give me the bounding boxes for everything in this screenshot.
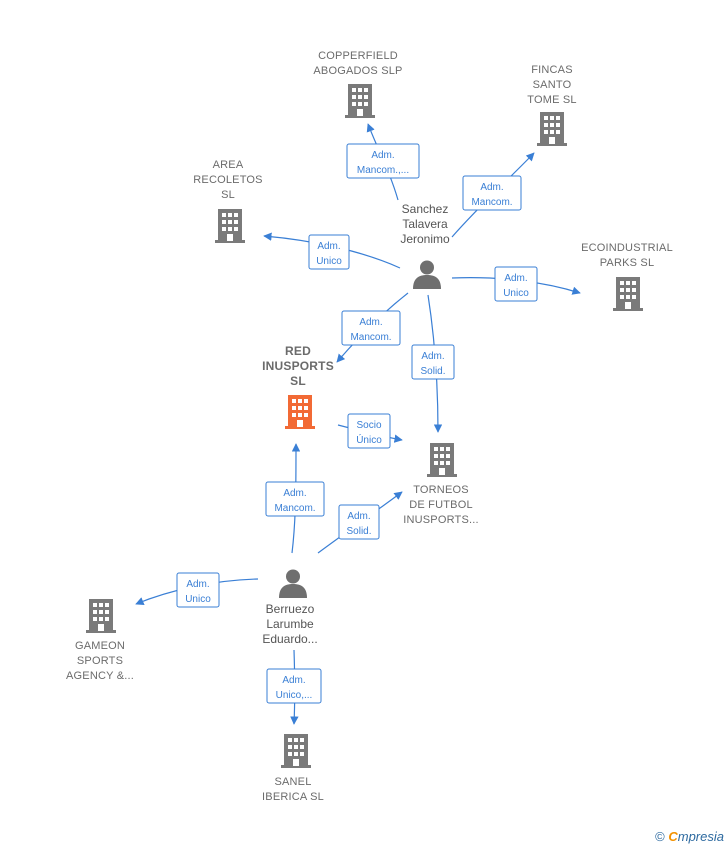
edge-label-box[interactable] <box>346 143 420 179</box>
copyright-symbol: © <box>655 829 665 844</box>
edge-label-line: Mancom. <box>471 197 512 208</box>
edge-label-box[interactable] <box>411 344 455 380</box>
nodes-layer: COPPERFIELD ABOGADOS SLP FINCAS SANTO TOME S… <box>66 50 673 803</box>
edge-label-box[interactable] <box>176 572 220 608</box>
node-label-line: PARKS SL <box>600 257 655 269</box>
edge-label-line: Adm. <box>371 150 394 161</box>
person-icon <box>413 260 441 289</box>
edge-sanchez-torneos: Adm. Solid. <box>411 294 455 433</box>
company-area[interactable]: AREA RECOLETOS SL <box>193 159 263 243</box>
edge-label-line: Unico <box>503 288 529 299</box>
edge-label-box[interactable] <box>494 266 538 302</box>
node-label-line: DE FUTBOL <box>409 499 473 511</box>
company-gameon[interactable]: GAMEON SPORTS AGENCY &... <box>66 599 134 682</box>
node-label-line: COPPERFIELD <box>318 50 398 62</box>
edge-label-line: Solid. <box>346 526 371 537</box>
edge-label-line: Adm. <box>317 241 340 252</box>
brand-initial: C <box>668 829 678 844</box>
node-label-line: SL <box>221 189 235 201</box>
edge-label-line: Mancom. <box>350 332 391 343</box>
node-label-line: RED <box>285 344 311 358</box>
building-icon <box>86 599 116 633</box>
edge-label-line: Mancom. <box>274 503 315 514</box>
building-icon <box>427 443 457 477</box>
edge-label-box[interactable] <box>338 504 380 540</box>
node-label-line: SANEL <box>274 776 311 788</box>
building-icon <box>281 734 311 768</box>
edge-berruezo-red: Adm. Mancom. <box>265 443 325 554</box>
building-icon <box>537 112 567 146</box>
node-label-line: RECOLETOS <box>193 174 262 186</box>
edge-label-line: Adm. <box>347 511 370 522</box>
person-icon <box>279 569 307 598</box>
edge-label-line: Adm. <box>282 675 305 686</box>
edge-label-line: Adm. <box>186 579 209 590</box>
node-label-line: ECOINDUSTRIAL <box>581 242 673 254</box>
edge-label-line: Socio <box>356 420 381 431</box>
edge-label-line: Único <box>356 433 382 446</box>
node-label-line: SL <box>290 374 306 388</box>
building-icon <box>285 395 315 429</box>
node-label-line: SANTO <box>533 79 572 91</box>
node-label-line: SPORTS <box>77 655 123 667</box>
footer-brand: © Cmpresia <box>655 829 724 844</box>
edge-label-box[interactable] <box>347 413 391 449</box>
edge-label-line: Solid. <box>420 366 445 377</box>
edge-sanchez-copperfield: Adm. Mancom.,... <box>346 123 420 201</box>
edge-label-line: Mancom.,... <box>357 165 409 176</box>
edge-label-line: Adm. <box>504 273 527 284</box>
edge-label-line: Adm. <box>480 182 503 193</box>
edge-label-line: Adm. <box>421 351 444 362</box>
edge-berruezo-sanel: Adm. Unico,... <box>266 649 322 725</box>
node-label-line: Berruezo <box>266 602 315 616</box>
edge-label-box[interactable] <box>308 234 350 270</box>
edge-label-box[interactable] <box>266 668 322 704</box>
node-label-line: FINCAS <box>531 64 573 76</box>
edge-berruezo-gameon: Adm. Unico <box>135 572 259 608</box>
edge-label-line: Unico,... <box>276 690 313 701</box>
node-label-line: Larumbe <box>266 617 314 631</box>
node-label-line: AREA <box>213 159 244 171</box>
building-icon <box>613 277 643 311</box>
company-fincas[interactable]: FINCAS SANTO TOME SL <box>527 64 577 146</box>
edge-label-line: Unico <box>316 256 342 267</box>
node-label-line: IBERICA SL <box>262 791 324 803</box>
edge-label-box[interactable] <box>265 481 325 517</box>
edge-label-box[interactable] <box>341 310 401 346</box>
node-label-line: ABOGADOS SLP <box>313 65 402 77</box>
company-torneos[interactable]: TORNEOS DE FUTBOL INUSPORTS... <box>403 443 479 526</box>
edges-layer: Adm.Mancom.,...Adm.Mancom.Adm.UnicoAdm.U… <box>135 123 581 725</box>
edge-sanchez-area: Adm. Unico <box>263 232 401 270</box>
building-icon <box>215 209 245 243</box>
node-label-line: TOME SL <box>527 94 577 106</box>
edge-label-box[interactable] <box>462 175 522 211</box>
node-label-line: GAMEON <box>75 640 125 652</box>
node-label-line: AGENCY &... <box>66 670 134 682</box>
edge-label-line: Adm. <box>283 488 306 499</box>
company-copperfield[interactable]: COPPERFIELD ABOGADOS SLP <box>313 50 402 118</box>
building-icon <box>345 84 375 118</box>
edge-sanchez-red: Adm. Mancom. <box>336 292 409 363</box>
node-label-line: TORNEOS <box>413 484 469 496</box>
node-label-line: Sanchez <box>402 202 449 216</box>
node-label-line: INUSPORTS... <box>403 514 479 526</box>
edge-label-line: Unico <box>185 594 211 605</box>
node-label-line: INUSPORTS <box>262 359 334 373</box>
edge-sanchez-ecoindustrial: Adm. Unico <box>451 266 581 302</box>
node-label-line: Talavera <box>402 217 448 231</box>
company-sanel[interactable]: SANEL IBERICA SL <box>262 734 324 803</box>
person-berruezo[interactable]: BerruezoLarumbeEduardo... <box>262 569 318 647</box>
node-label-line: Jeronimo <box>400 232 450 246</box>
edge-berruezo-torneos: Adm. Solid. <box>317 491 403 554</box>
node-label-line: Eduardo... <box>262 632 317 646</box>
company-ecoindustrial[interactable]: ECOINDUSTRIAL PARKS SL <box>581 242 673 311</box>
brand-name: mpresia <box>677 829 724 844</box>
edge-sanchez-fincas: Adm. Mancom. <box>451 152 535 238</box>
edge-label-line: Adm. <box>359 317 382 328</box>
